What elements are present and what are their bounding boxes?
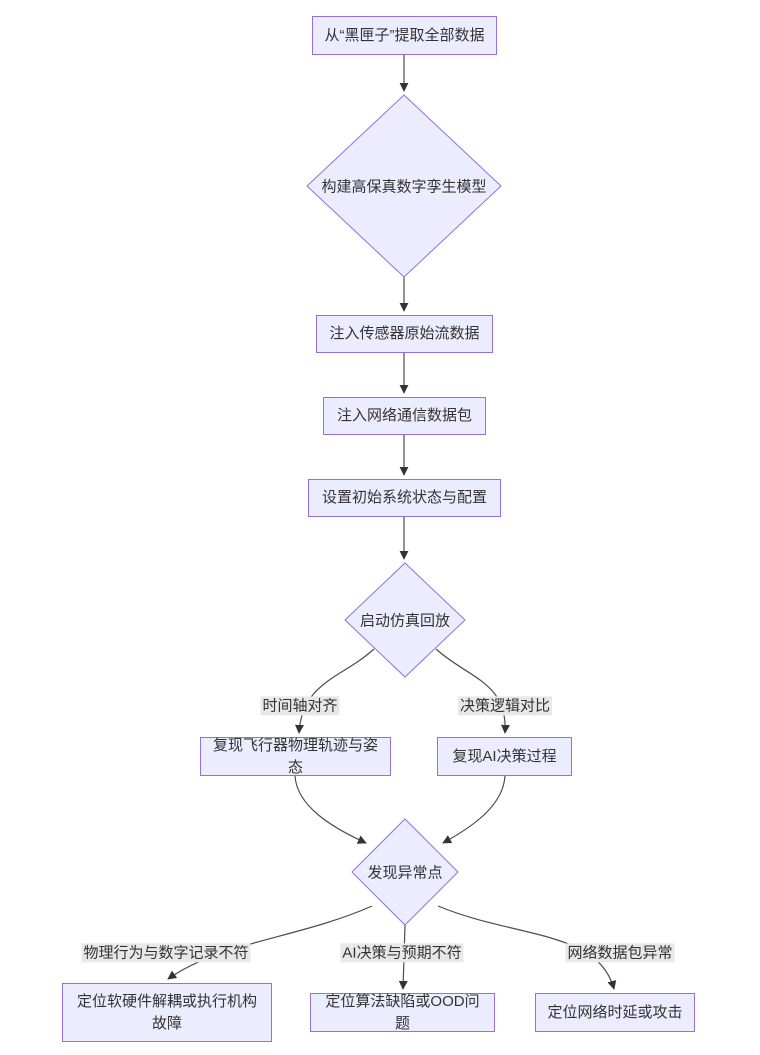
node-locate-algo: 定位算法缺陷或OOD问题: [310, 993, 495, 1032]
node-init-state: 设置初始系统状态与配置: [308, 479, 501, 517]
node-start-replay-label: 启动仿真回放: [359, 612, 451, 630]
decision-diamond-build-twin: [306, 94, 502, 278]
edge-label-decision-compare: 决策逻辑对比: [457, 696, 553, 716]
edge-label-ai-mismatch: AI决策与预期不符: [340, 943, 464, 963]
edge-label-timeline-align: 时间轴对齐: [260, 696, 340, 716]
node-replay-ai: 复现AI决策过程: [437, 737, 572, 776]
node-inject-network: 注入网络通信数据包: [323, 397, 486, 435]
node-locate-network: 定位网络时延或攻击: [535, 993, 695, 1032]
decision-diamond-find-anomaly: [351, 818, 459, 926]
edge-label-physical-mismatch: 物理行为与数字记录不符: [81, 943, 251, 963]
node-build-twin-label: 构建高保真数字孪生模型: [321, 178, 487, 196]
node-extract-data: 从“黑匣子”提取全部数据: [312, 16, 497, 55]
node-locate-hw-fault: 定位软硬件解耦或执行机构故障: [62, 983, 272, 1042]
edge-anomaly-to-hw: [167, 905, 373, 980]
node-inject-sensor: 注入传感器原始流数据: [316, 315, 493, 353]
node-find-anomaly-label: 发现异常点: [367, 864, 443, 882]
decision-diamond-start-replay: [344, 562, 466, 678]
edge-label-packet-anomaly: 网络数据包异常: [565, 943, 675, 963]
edge-physical-to-anomaly: [294, 775, 367, 844]
edge-replay-to-physical: [294, 648, 375, 734]
edge-ai-to-anomaly: [442, 775, 506, 844]
node-replay-physical: 复现飞行器物理轨迹与姿态: [200, 737, 391, 776]
edge-replay-to-ai: [435, 648, 510, 734]
edge-anomaly-to-network: [437, 905, 617, 990]
